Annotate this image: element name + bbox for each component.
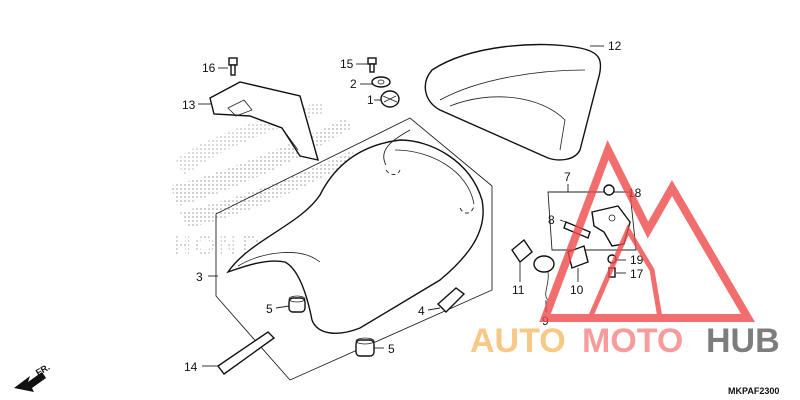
label-7: 7 (564, 170, 571, 184)
cushion-5-upper (288, 295, 306, 313)
watermark-moto: MOTO (582, 322, 683, 360)
label-5-upper: 5 (266, 302, 273, 316)
label-15: 15 (340, 57, 354, 71)
label-16: 16 (202, 61, 216, 75)
label-5-lower: 5 (388, 342, 395, 356)
watermark-hub: HUB (706, 322, 780, 360)
rear-seat-cowl (424, 43, 602, 161)
grommet-1 (380, 90, 400, 108)
bolt-15 (367, 57, 377, 73)
watermark-auto: AUTO (470, 322, 566, 360)
key-cylinder (511, 238, 555, 301)
label-14: 14 (184, 360, 198, 374)
rubber-4 (436, 287, 466, 313)
label-17: 17 (630, 267, 644, 281)
diagram-code: MKPAF2300 (728, 386, 779, 396)
watermark-wordmark: AUTO MOTO HUB (470, 322, 780, 360)
cushion-5-lower (355, 337, 375, 357)
watermark-triangle-logo (539, 140, 755, 322)
front-direction-arrow: FR. (14, 362, 52, 392)
label-2: 2 (350, 77, 357, 91)
main-seat (226, 129, 484, 334)
label-13: 13 (182, 98, 196, 112)
label-12: 12 (608, 39, 622, 53)
seat-bracket (209, 81, 319, 161)
label-1: 1 (367, 93, 374, 107)
strap-14 (217, 331, 276, 375)
direction-label: FR. (34, 362, 52, 378)
label-10: 10 (570, 283, 584, 297)
label-11: 11 (512, 283, 525, 297)
label-3: 3 (196, 270, 203, 284)
assembly-outline (215, 117, 493, 381)
label-8: 8 (548, 213, 555, 227)
bolt-16 (228, 57, 238, 76)
label-19: 19 (630, 253, 644, 267)
label-4: 4 (418, 304, 425, 318)
lock-group-outline (547, 191, 637, 251)
washer-2 (371, 76, 391, 88)
